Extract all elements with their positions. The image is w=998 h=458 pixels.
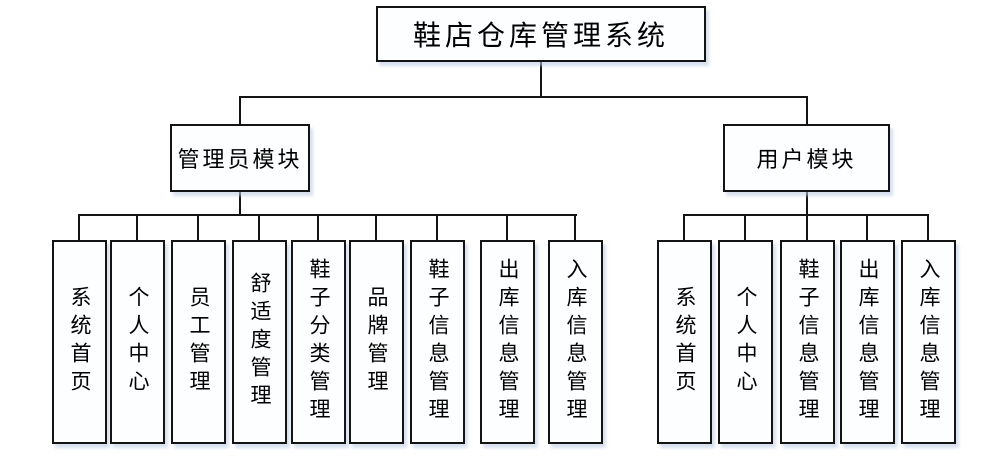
leaf-label: 鞋子分类管理	[307, 258, 331, 426]
connector-drop-admin-child-5	[375, 214, 377, 242]
leaf-label: 品牌管理	[365, 286, 389, 398]
connector-drop-admin-child-0	[78, 214, 80, 242]
connector-user-stem	[806, 190, 808, 216]
connector-drop-admin-child-8	[574, 214, 576, 242]
connector-drop-user-child-2	[806, 214, 808, 242]
connector-drop-admin-child-6	[436, 214, 438, 242]
connector-drop-user-child-1	[744, 214, 746, 242]
node-admin-child-comfort-mgmt: 舒适度管理	[232, 240, 287, 444]
connector-drop-admin-child-2	[197, 214, 199, 242]
connector-root-stem	[540, 60, 542, 98]
node-admin-child-employee-mgmt: 员工管理	[171, 240, 226, 444]
node-admin-module-label: 管理员模块	[177, 148, 303, 173]
connector-drop-user-module	[806, 96, 808, 126]
connector-admin-rail	[78, 214, 577, 216]
node-admin-child-personal-center: 个人中心	[110, 240, 165, 444]
leaf-label: 入库信息管理	[917, 258, 941, 426]
node-user-child-shoe-info-mgmt: 鞋子信息管理	[780, 240, 835, 444]
connector-drop-admin-module	[239, 96, 241, 126]
connector-drop-admin-child-4	[317, 214, 319, 242]
node-root: 鞋店仓库管理系统	[376, 6, 706, 62]
leaf-label: 鞋子信息管理	[796, 258, 820, 426]
leaf-label: 鞋子信息管理	[426, 258, 450, 426]
node-user-child-personal-center: 个人中心	[718, 240, 773, 444]
node-root-label: 鞋店仓库管理系统	[412, 19, 669, 52]
connector-drop-user-child-0	[683, 214, 685, 242]
node-admin-child-shoe-category-mgmt: 鞋子分类管理	[291, 240, 346, 444]
connector-drop-user-child-4	[927, 214, 929, 242]
leaf-label: 系统首页	[673, 286, 697, 398]
connector-drop-user-child-3	[866, 214, 868, 242]
leaf-label: 个人中心	[734, 286, 758, 398]
node-admin-child-outbound-info-mgmt: 出库信息管理	[480, 240, 535, 444]
node-user-child-outbound-info-mgmt: 出库信息管理	[840, 240, 895, 444]
node-admin-child-brand-mgmt: 品牌管理	[349, 240, 404, 444]
leaf-label: 员工管理	[187, 286, 211, 398]
leaf-label: 个人中心	[126, 286, 150, 398]
node-user-module: 用户模块	[723, 124, 890, 192]
connector-drop-admin-child-3	[258, 214, 260, 242]
connector-admin-stem	[239, 190, 241, 216]
leaf-label: 舒适度管理	[248, 272, 272, 412]
node-user-child-inbound-info-mgmt: 入库信息管理	[901, 240, 956, 444]
node-admin-child-shoe-info-mgmt: 鞋子信息管理	[410, 240, 465, 444]
node-user-module-label: 用户模块	[756, 148, 857, 173]
connector-drop-admin-child-1	[136, 214, 138, 242]
connector-level1-rail	[239, 96, 808, 98]
node-user-child-system-home: 系统首页	[657, 240, 712, 444]
node-admin-child-system-home: 系统首页	[52, 240, 107, 444]
node-admin-child-inbound-info-mgmt: 入库信息管理	[548, 240, 603, 444]
leaf-label: 入库信息管理	[564, 258, 588, 426]
leaf-label: 系统首页	[68, 286, 92, 398]
connector-drop-admin-child-7	[506, 214, 508, 242]
leaf-label: 出库信息管理	[856, 258, 880, 426]
leaf-label: 出库信息管理	[496, 258, 520, 426]
node-admin-module: 管理员模块	[170, 124, 310, 192]
